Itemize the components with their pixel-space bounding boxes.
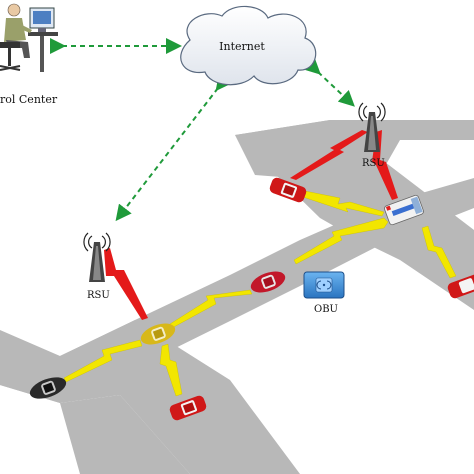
- road-network: [0, 120, 474, 474]
- link-internet-rsu-left: [115, 73, 232, 222]
- v2i-link-rsu-left: [104, 248, 148, 320]
- antenna-icon: [83, 232, 111, 282]
- control-center-label: rol Center: [0, 93, 58, 106]
- obu-label: OBU: [314, 304, 338, 315]
- car-icon: [269, 177, 307, 203]
- crossroad-lower: [0, 282, 300, 474]
- v2v-link-5: [159, 343, 183, 397]
- v2v-links: [63, 189, 457, 397]
- v2i-link-rsu-top-car: [290, 130, 368, 180]
- road-upper-branch: [235, 120, 474, 180]
- rsu-top-label: RSU: [362, 158, 385, 169]
- car-icon: [29, 377, 67, 399]
- rsu-left-label: RSU: [87, 290, 110, 301]
- ambulance-icon: [384, 194, 424, 226]
- operator-icon: [0, 3, 58, 72]
- road-lower-branch: [60, 395, 190, 474]
- obu-device-icon: [303, 271, 345, 299]
- internet-label: Internet: [219, 40, 265, 53]
- v2v-link-6: [421, 225, 457, 279]
- v2v-link-1: [299, 189, 385, 217]
- v2v-link-2: [293, 217, 389, 265]
- link-internet-rsu-top: [303, 57, 355, 107]
- cloud-icon: [180, 5, 317, 86]
- internet-links: [50, 38, 355, 222]
- car-icon: [169, 395, 207, 421]
- car-icon: [250, 271, 286, 293]
- car-icon: [140, 323, 176, 345]
- antenna-icon: [358, 102, 386, 152]
- car-icon: [447, 273, 474, 299]
